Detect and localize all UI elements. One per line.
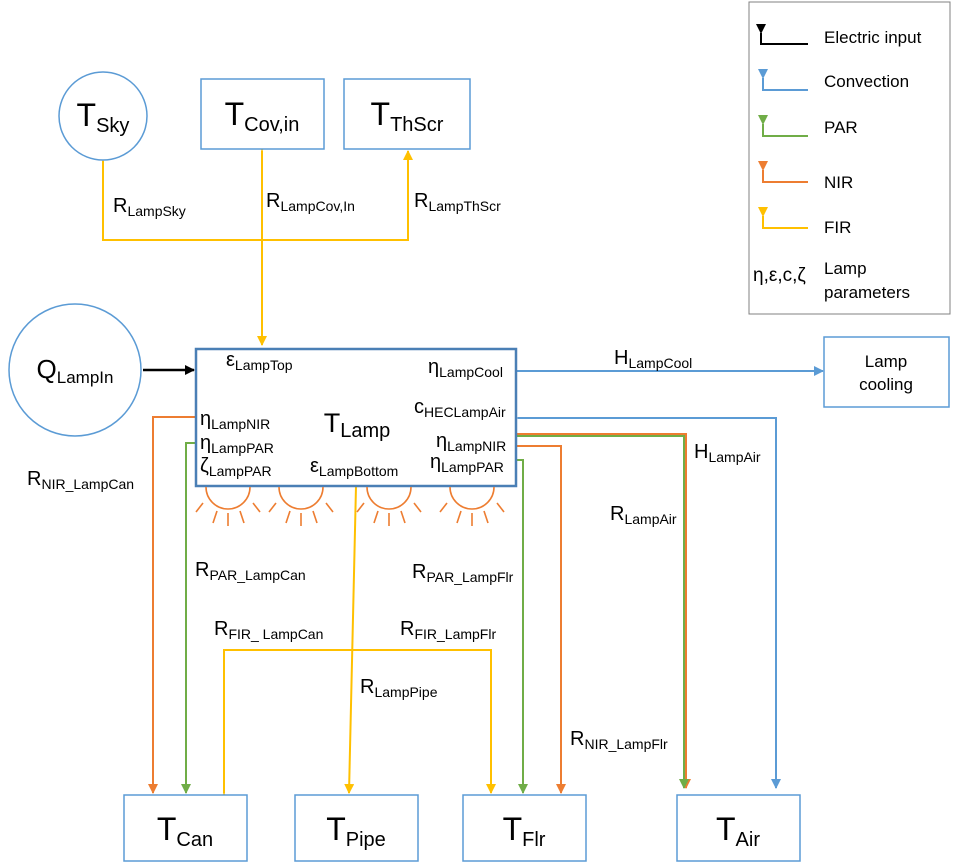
flow-label-r-par-flr: RPAR_LampFlr (412, 561, 514, 585)
node-flr: TFlr (462, 794, 587, 862)
legend-item-parameters: η,ε,c,ζ Lamp parameters (753, 259, 910, 302)
node-subscript: Flr (522, 829, 546, 851)
node-symbol: T (77, 97, 97, 133)
svg-text:TThScr: TThScr (371, 96, 444, 136)
legend-params-label: Lamp (824, 259, 867, 278)
param-zeta-par: ζLampPAR (200, 455, 272, 479)
svg-text:TCan: TCan (157, 811, 213, 851)
legend-item-convection: Convection (758, 69, 909, 91)
flow-label-r-fir-flr: RFIR_LampFlr (400, 618, 496, 642)
svg-text:QLampIn: QLampIn (37, 354, 114, 387)
legend-label: Electric input (824, 28, 922, 47)
fir-can-flr-line (219, 649, 496, 802)
node-lamp-cooling: Lamp cooling (823, 336, 950, 408)
node-subscript: Cov,in (244, 114, 299, 136)
node-subscript: Air (736, 829, 761, 851)
param-eps-bottom: εLampBottom (310, 455, 398, 479)
param-eps-top: εLampTop (226, 349, 293, 373)
svg-text:TCov,in: TCov,in (225, 96, 300, 136)
node-cov-in: TCov,in (200, 78, 325, 150)
flow-label-r-sky: RLampSky (113, 195, 186, 219)
lamp-bulb-icon (268, 486, 334, 526)
node-subscript: Sky (96, 115, 129, 137)
node-pipe: TPipe (294, 794, 419, 862)
legend-label: PAR (824, 118, 858, 137)
flow-label-r-thscr: RLampThScr (414, 190, 501, 214)
nir-floor-line (516, 445, 566, 794)
node-air: TAir (676, 794, 801, 862)
node-symbol: T (225, 96, 245, 132)
node-subscript: Can (176, 829, 213, 851)
param-eta-cool: ηLampCool (428, 356, 503, 380)
node-symbol: T (324, 408, 341, 438)
flow-label-h-cool: HLampCool (614, 347, 692, 371)
node-symbol: T (157, 811, 177, 847)
flow-label-h-air: HLampAir (694, 441, 761, 465)
nir-canopy-line (148, 416, 196, 794)
legend-box (748, 1, 951, 315)
param-eta-nir-left: ηLampNIR (200, 408, 270, 432)
par-floor-line (516, 459, 528, 794)
legend-params-symbol: η,ε,c,ζ (753, 265, 806, 286)
node-symbol: T (716, 811, 736, 847)
legend-label: FIR (824, 218, 851, 237)
lamp-air-convection-line (509, 413, 781, 789)
cooling-label: Lamp (865, 352, 908, 371)
flow-label-r-nir-flr: RNIR_LampFlr (570, 728, 668, 752)
legend-item-nir: NIR (758, 161, 853, 192)
flow-label-r-covin: RLampCov,In (266, 190, 355, 214)
node-subscript: Pipe (346, 829, 386, 851)
node-sky: TSky (58, 71, 148, 161)
node-thscr: TThScr (343, 78, 471, 150)
legend-item-fir: FIR (758, 207, 851, 237)
param-eta-par-left: ηLampPAR (200, 432, 274, 456)
svg-text:TLamp: TLamp (324, 408, 391, 442)
node-lamp: TLamp εLampTop ηLampCool ηLampNIR ηLampP… (194, 347, 518, 488)
flow-label-r-nir-can: RNIR_LampCan (27, 468, 134, 492)
legend-label: Convection (824, 72, 909, 91)
legend-item-par: PAR (758, 115, 858, 137)
flow-label-r-pipe: RLampPipe (360, 676, 438, 700)
svg-text:TPipe: TPipe (326, 811, 386, 851)
legend-label: NIR (824, 173, 853, 192)
lamp-bulb-icon (356, 486, 422, 526)
param-eta-nir-right: ηLampNIR (436, 430, 506, 454)
fir-sky-thscr-line (98, 150, 413, 241)
fir-up-flows (98, 142, 413, 346)
legend-item-electric: Electric input (756, 24, 922, 47)
flow-label-r-par-can: RPAR_LampCan (195, 559, 306, 583)
param-c-hec: cHECLampAir (414, 396, 506, 420)
lamp-air-nir-line (516, 433, 691, 789)
flow-label-r-air: RLampAir (610, 503, 677, 527)
svg-text:TSky: TSky (77, 97, 130, 137)
par-canopy-line (181, 442, 196, 794)
svg-text:TFlr: TFlr (503, 811, 546, 851)
legend: Electric input Convection PAR NIR FIR η,… (748, 1, 951, 315)
lamp-bulb-icon (195, 486, 261, 526)
cooling-label: cooling (859, 375, 913, 394)
node-symbol: T (326, 811, 346, 847)
node-symbol: T (503, 811, 523, 847)
param-eta-par-right: ηLampPAR (430, 451, 504, 475)
flow-label-r-fir-can: RFIR_ LampCan (214, 618, 323, 642)
node-lamp-in: QLampIn (8, 303, 142, 437)
lamp-bulbs (195, 486, 505, 526)
node-subscript: LampIn (57, 368, 114, 387)
legend-params-label: parameters (824, 283, 910, 302)
node-subscript: Lamp (340, 420, 390, 442)
fir-pipe-line (344, 476, 362, 794)
svg-text:TAir: TAir (716, 811, 760, 851)
node-symbol: T (371, 96, 391, 132)
node-symbol: Q (37, 354, 57, 384)
node-subscript: ThScr (390, 114, 444, 136)
lamp-air-par-line (516, 435, 689, 789)
lamp-bulb-icon (439, 486, 505, 526)
node-can: TCan (123, 794, 248, 862)
flow-labels: RLampSky RLampCov,In RLampThScr HLampCoo… (27, 190, 761, 752)
